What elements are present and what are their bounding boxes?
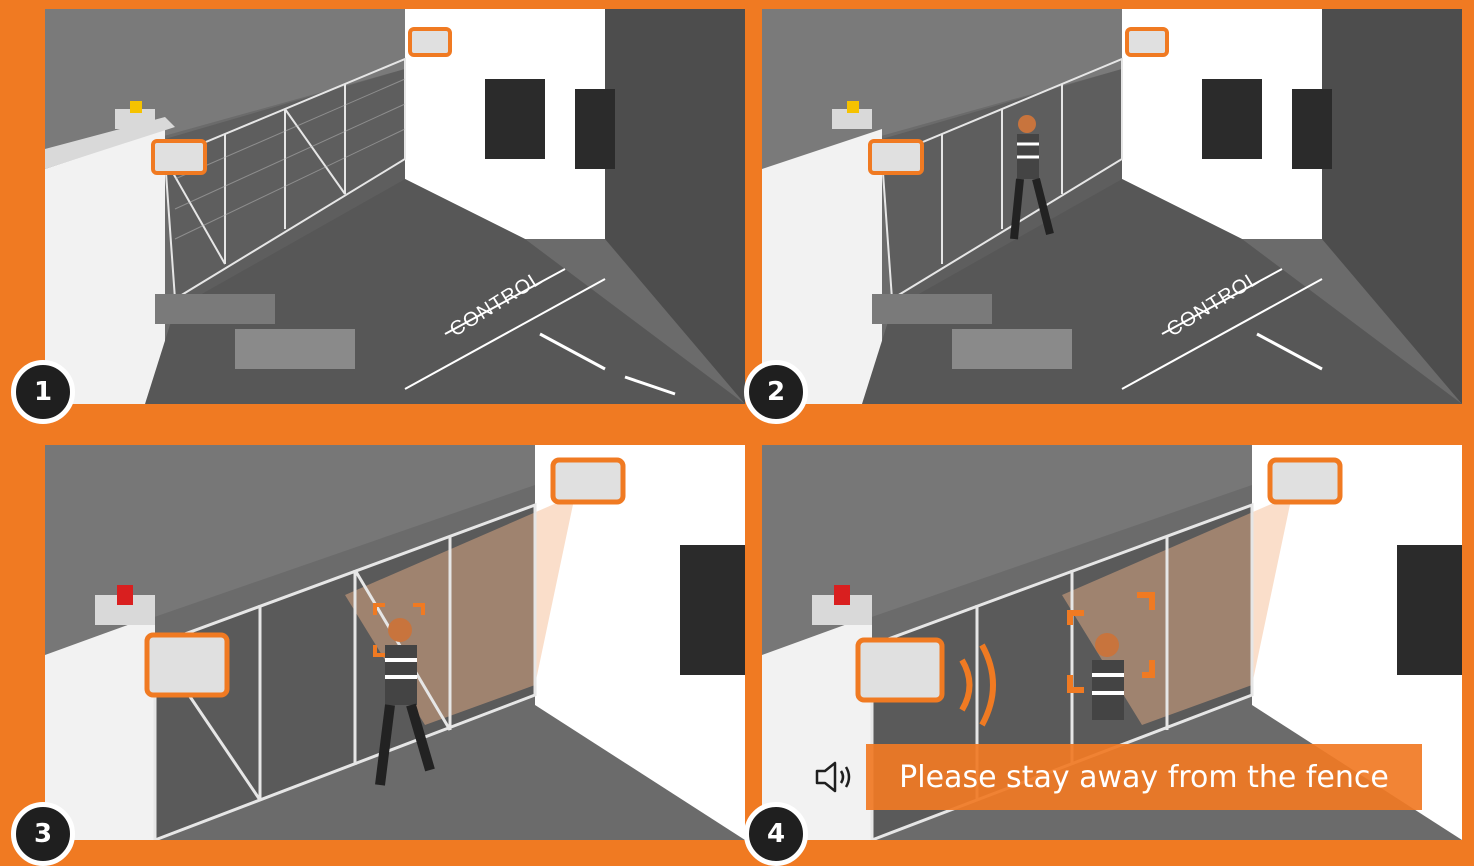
beacon-3 xyxy=(117,585,133,605)
step-badge-2: 2 xyxy=(744,360,808,424)
beacon-1 xyxy=(130,101,142,113)
scene-2: CONTROL xyxy=(762,9,1462,404)
beacon-4 xyxy=(834,585,850,605)
scene-3 xyxy=(45,445,745,840)
step-badge-3: 3 xyxy=(11,802,75,866)
warning-banner: Please stay away from the fence xyxy=(866,744,1422,810)
speaker-icon xyxy=(814,760,858,794)
scene-1: CONTROL xyxy=(45,9,745,404)
beacon-2 xyxy=(847,101,859,113)
panel-1: CONTROL xyxy=(45,9,745,404)
panel-2: CONTROL xyxy=(762,9,1462,404)
step-badge-4: 4 xyxy=(744,802,808,866)
step-badge-1: 1 xyxy=(11,360,75,424)
warning-message: Please stay away from the fence xyxy=(899,760,1389,795)
panel-3 xyxy=(45,445,745,840)
